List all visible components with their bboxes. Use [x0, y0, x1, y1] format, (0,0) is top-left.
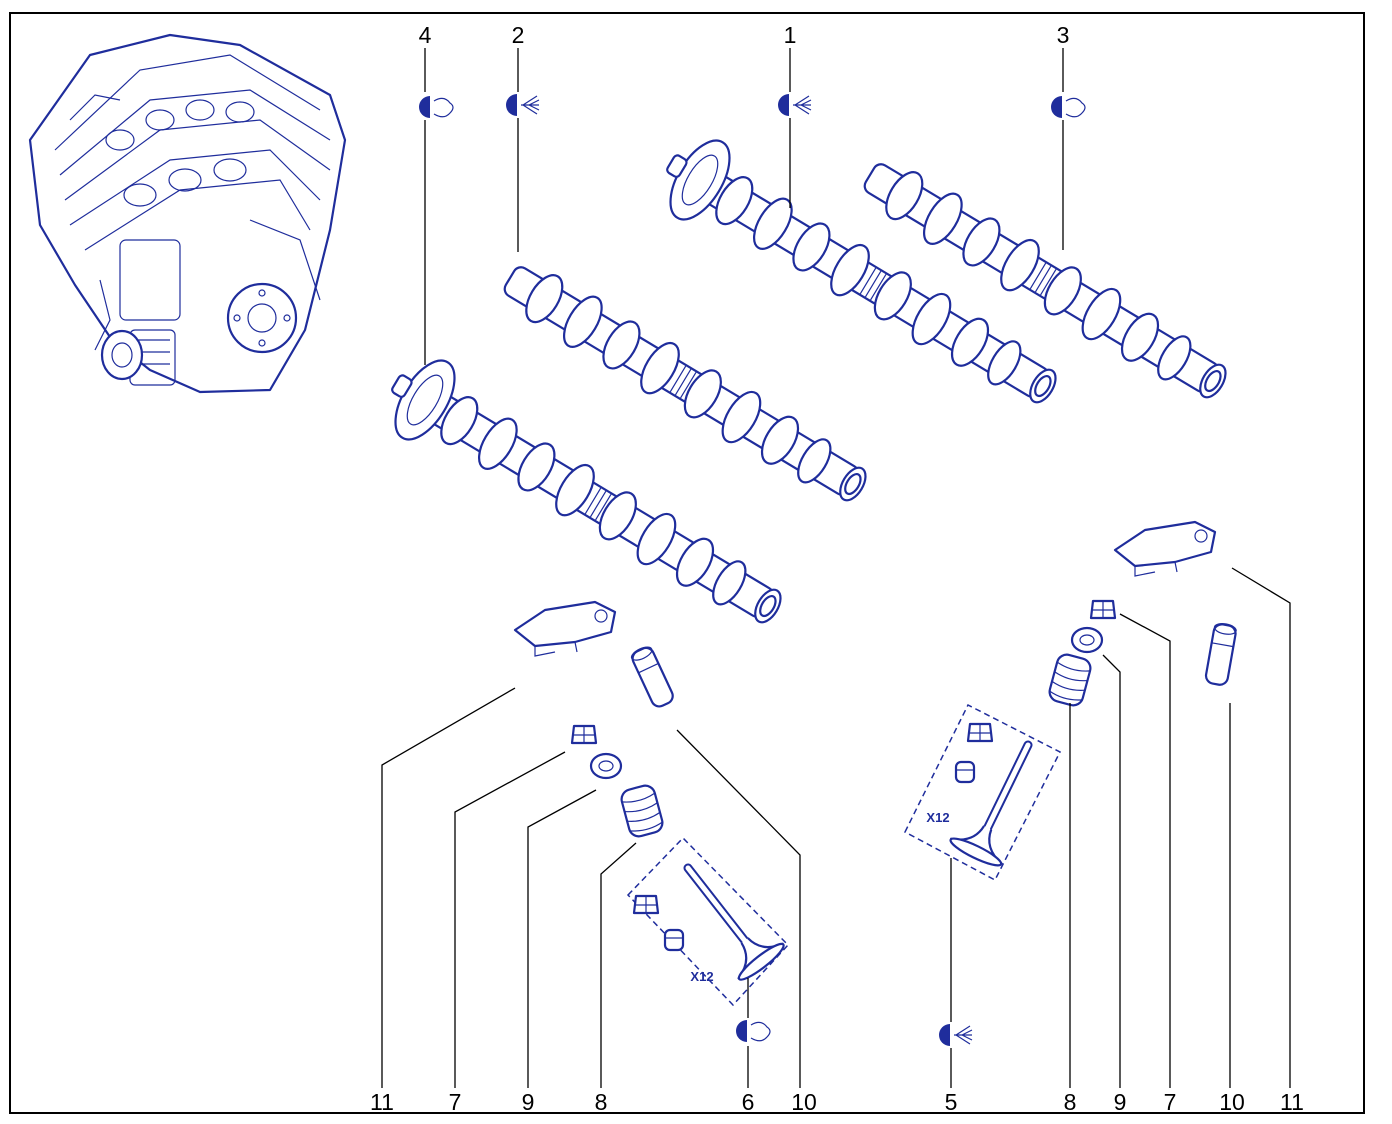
exhaust-cloud-icon — [736, 1020, 771, 1042]
callout-3: 3 — [1057, 22, 1070, 48]
callout-9-right: 9 — [1114, 1089, 1127, 1115]
callout-10-left: 10 — [791, 1089, 817, 1115]
callout-7-left: 7 — [449, 1089, 462, 1115]
callout-8-left: 8 — [595, 1089, 608, 1115]
kit-quantity-right: X12 — [926, 810, 949, 825]
callout-6: 6 — [742, 1089, 755, 1115]
valve-spring-right — [1046, 651, 1094, 709]
rocker-arm-right — [1113, 520, 1217, 578]
callout-11-left: 11 — [370, 1089, 394, 1115]
diagram-frame — [9, 12, 1365, 1114]
valve-kit-right: X12 — [904, 703, 1062, 882]
exhaust-cloud-icon — [1051, 96, 1086, 118]
intake-arrow-icon — [939, 1024, 973, 1046]
intake-arrow-icon — [778, 94, 812, 116]
exhaust-cloud-icon — [419, 96, 454, 118]
rocker-arm-left — [513, 600, 617, 658]
hydraulic-lifter-right — [1203, 621, 1239, 688]
spring-retainer-left — [589, 752, 623, 780]
callout-9-left: 9 — [522, 1089, 535, 1115]
valve-collet-left — [570, 724, 598, 745]
leader-lines — [381, 48, 1291, 1088]
callout-1: 1 — [784, 22, 797, 48]
valve-spring-left — [618, 782, 666, 840]
callout-11-right: 11 — [1280, 1089, 1304, 1115]
callout-2: 2 — [512, 22, 525, 48]
callout-numbers: 4 2 1 3 11 7 9 8 6 10 5 8 9 7 10 11 — [370, 22, 1304, 1115]
callout-4: 4 — [419, 22, 432, 48]
callout-5: 5 — [945, 1089, 958, 1115]
callout-10-right: 10 — [1219, 1089, 1245, 1115]
spring-retainer-right — [1070, 626, 1104, 654]
callout-7-right: 7 — [1164, 1089, 1177, 1115]
kit-quantity-left: X12 — [690, 969, 713, 984]
hydraulic-lifter-left — [628, 643, 677, 711]
valve-kit-left: X12 — [626, 836, 788, 1007]
valve-collet-right — [1089, 599, 1117, 620]
callout-8-right: 8 — [1064, 1089, 1077, 1115]
engine-thumbnail — [28, 33, 347, 394]
intake-arrow-icon — [506, 94, 540, 116]
